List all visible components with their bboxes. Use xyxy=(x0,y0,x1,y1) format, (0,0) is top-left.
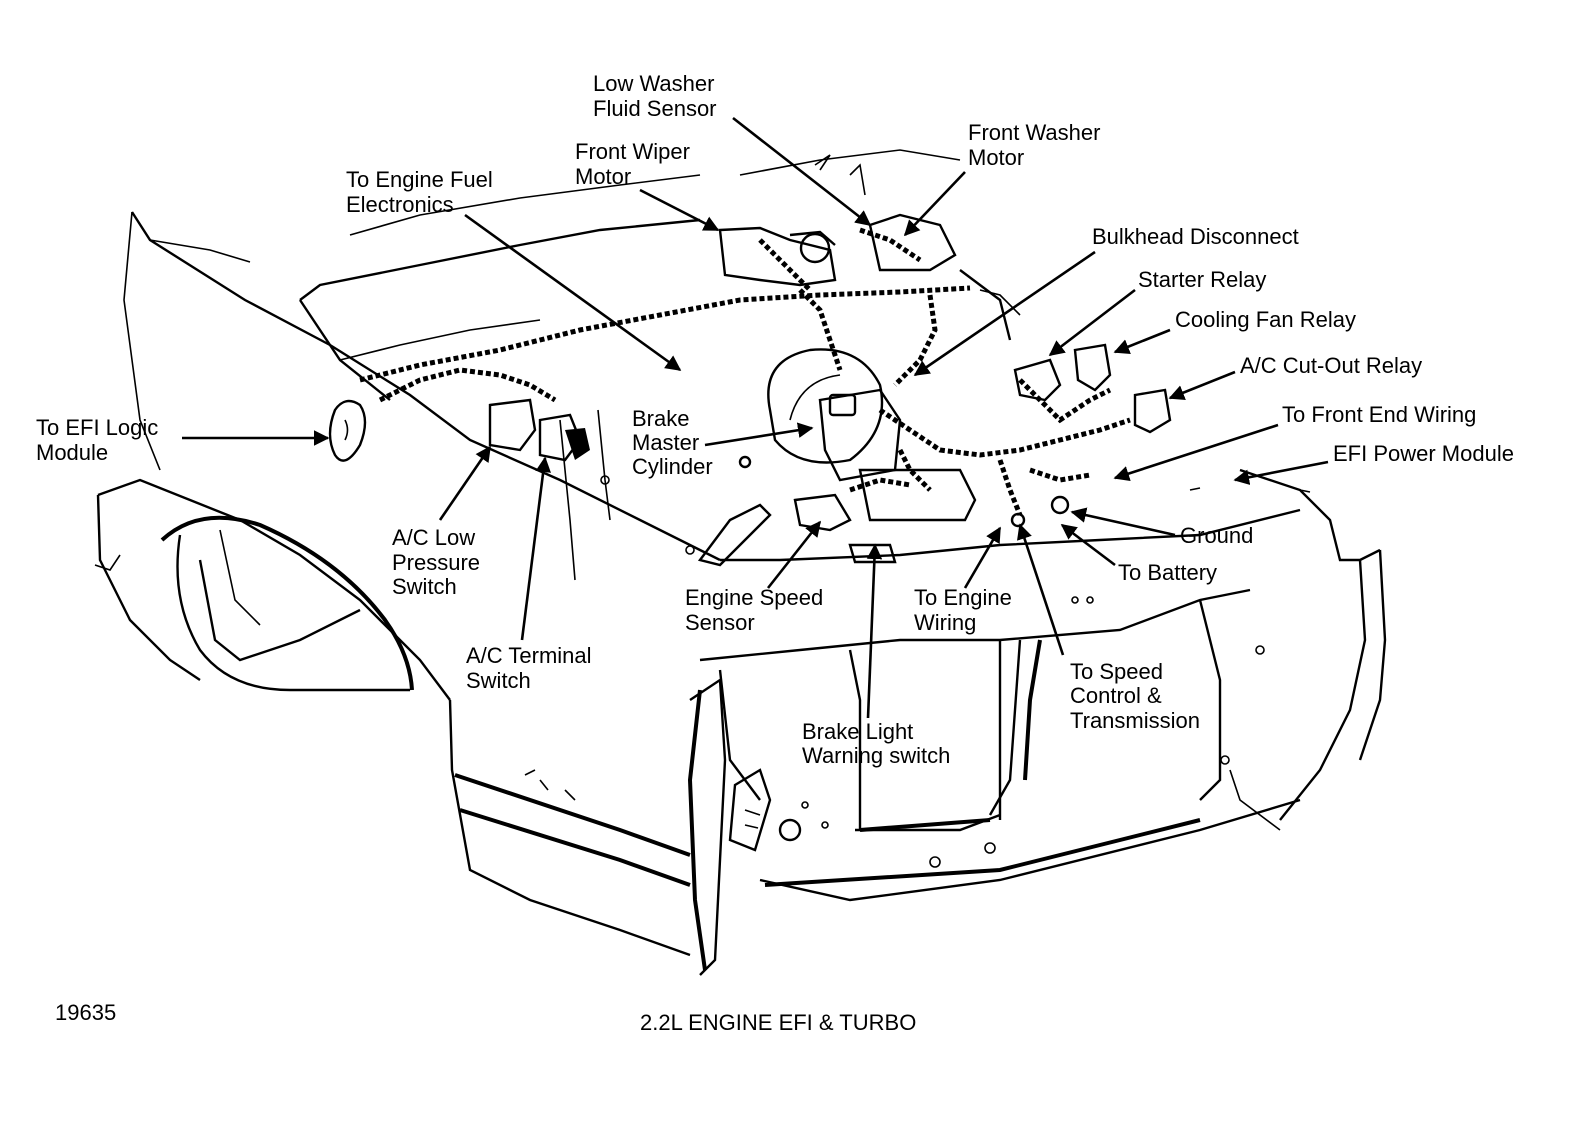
label-to-engine-fuel-electronics: To Engine Fuel Electronics xyxy=(346,167,499,217)
leader-ac-cutout-relay xyxy=(1168,370,1236,401)
leader-low-washer-fluid-sensor xyxy=(732,116,872,227)
figure-title: 2.2L ENGINE EFI & TURBO xyxy=(640,1010,916,1035)
leader-engine-speed-sensor xyxy=(766,520,822,589)
leader-efi-power-module xyxy=(1233,460,1329,485)
leader-to-speed-control xyxy=(1017,523,1065,656)
label-front-washer-motor: Front Washer Motor xyxy=(968,120,1107,170)
label-efi-power-module: EFI Power Module xyxy=(1333,441,1514,466)
label-ac-low-pressure-switch: A/C Low Pressure Switch xyxy=(392,525,486,599)
label-to-battery: To Battery xyxy=(1118,560,1217,585)
leader-to-engine-fuel-electronics xyxy=(464,213,682,372)
label-front-wiper-motor: Front Wiper Motor xyxy=(575,139,696,189)
label-to-engine-wiring: To Engine Wiring xyxy=(914,585,1018,635)
leader-to-front-end-wiring xyxy=(1113,423,1279,482)
label-brake-master-cylinder: Brake Master Cylinder xyxy=(632,406,713,479)
leader-to-battery xyxy=(1060,523,1116,567)
leader-to-engine-wiring xyxy=(963,526,1002,589)
leader-brake-light-warning-switch xyxy=(866,543,883,719)
leader-front-washer-motor xyxy=(903,171,966,237)
leader-front-wiper-motor xyxy=(639,188,720,232)
label-brake-light-warning-switch: Brake Light Warning switch xyxy=(802,719,950,768)
label-to-speed-control-transmission: To Speed Control & Transmission xyxy=(1070,659,1200,733)
leader-starter-relay xyxy=(1048,288,1136,357)
label-ac-terminal-switch: A/C Terminal Switch xyxy=(466,643,598,693)
figure-number: 19635 xyxy=(55,1000,116,1025)
label-low-washer-fluid-sensor: Low Washer Fluid Sensor xyxy=(593,71,721,121)
label-ground: Ground xyxy=(1180,523,1253,548)
leader-ground xyxy=(1070,507,1176,537)
label-to-front-end-wiring: To Front End Wiring xyxy=(1282,402,1476,427)
leader-brake-master-cylinder xyxy=(704,422,814,447)
leader-ac-low-pressure-switch xyxy=(438,445,492,521)
leader-lines xyxy=(182,116,1329,719)
callout-labels: Low Washer Fluid Sensor Front Washer Mot… xyxy=(36,71,1514,1035)
label-to-efi-logic-module: To EFI Logic Module xyxy=(36,415,164,465)
leader-cooling-fan-relay xyxy=(1113,328,1171,355)
label-engine-speed-sensor: Engine Speed Sensor xyxy=(685,585,829,635)
label-bulkhead-disconnect: Bulkhead Disconnect xyxy=(1092,224,1299,249)
label-cooling-fan-relay: Cooling Fan Relay xyxy=(1175,307,1356,332)
leader-bulkhead-disconnect xyxy=(913,250,1096,377)
label-ac-cutout-relay: A/C Cut-Out Relay xyxy=(1240,353,1422,378)
leader-ac-terminal-switch xyxy=(520,456,551,641)
label-starter-relay: Starter Relay xyxy=(1138,267,1266,292)
